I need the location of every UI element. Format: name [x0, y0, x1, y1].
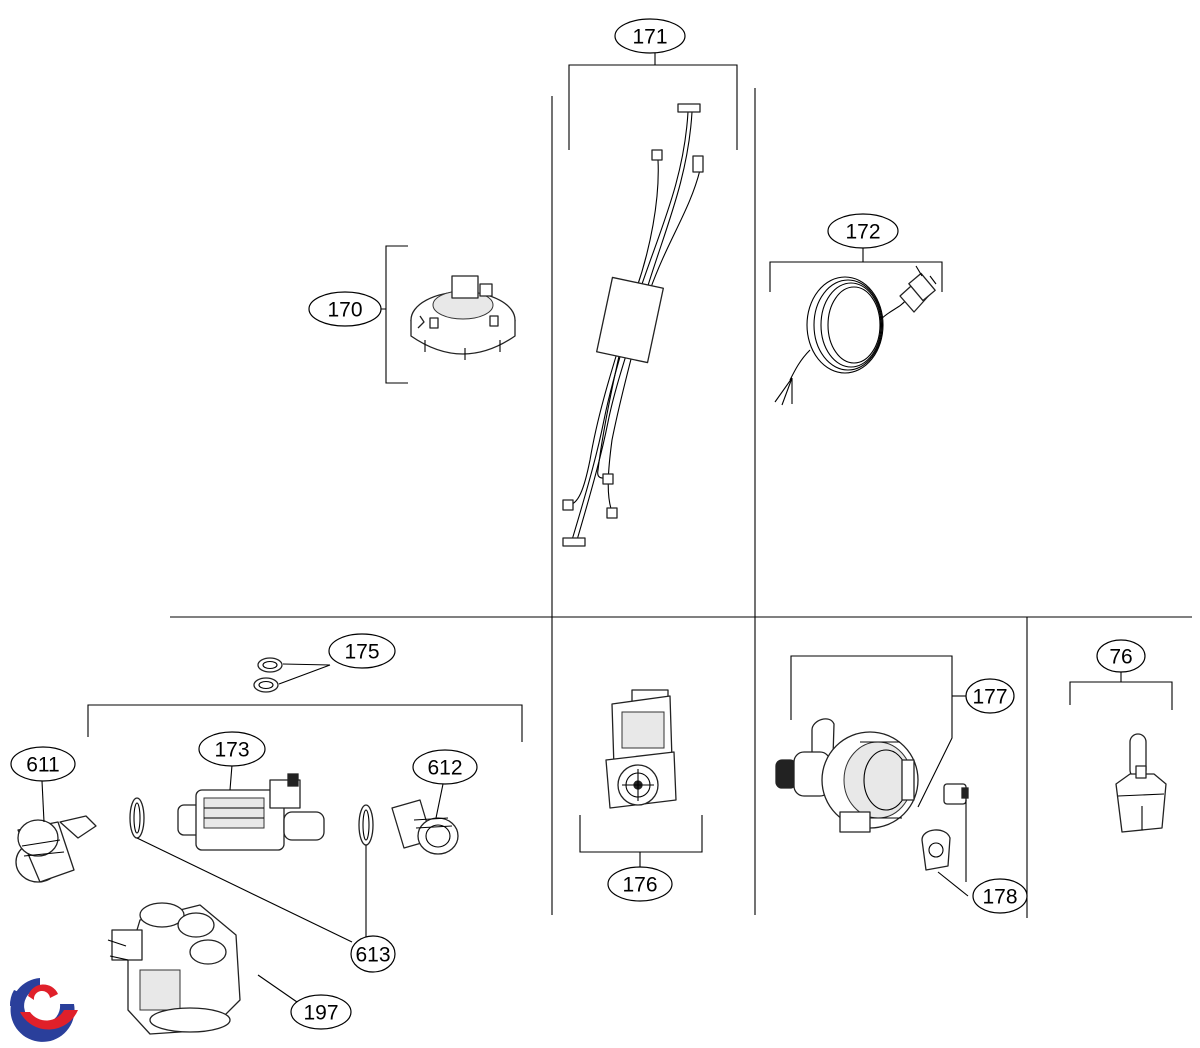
label-173-text: 173: [214, 739, 249, 762]
part-170-drawing: [410, 275, 516, 360]
part-178-drawing: [921, 783, 969, 871]
part-177-bracket: [790, 655, 968, 808]
label-178-text: 178: [982, 886, 1017, 909]
part-611-drawing: [15, 815, 97, 883]
label-175-text: 175: [344, 641, 379, 664]
label-171: 171: [614, 18, 686, 54]
part-177-drawing: [775, 718, 919, 833]
label-175: 175: [328, 633, 396, 669]
part-176-drawing: [605, 689, 677, 809]
label-612-text: 612: [427, 757, 462, 780]
part-175-drawing: [253, 657, 331, 693]
label-197: 197: [257, 974, 352, 1030]
label-172-text: 172: [845, 221, 880, 244]
label-170-text: 170: [327, 299, 362, 322]
part-176-bracket: [579, 815, 703, 868]
part-172-drawing: [774, 265, 937, 406]
label-176-text: 176: [622, 874, 657, 897]
part-172-bracket: [769, 248, 943, 292]
label-611-text: 611: [26, 754, 59, 777]
label-173: 173: [198, 731, 266, 791]
part-171-drawing: [562, 103, 704, 547]
section-dividers: [170, 88, 1192, 918]
label-611: 611: [10, 746, 76, 823]
label-172: 172: [827, 213, 899, 249]
label-176: 176: [607, 866, 673, 902]
part-173-group-bracket: [87, 704, 523, 742]
part-171-bracket: [568, 52, 738, 150]
label-177-text: 177: [972, 686, 1007, 709]
label-171-text: 171: [632, 26, 667, 49]
label-177: 177: [965, 678, 1015, 714]
label-613: 613: [350, 935, 396, 973]
label-76-text: 76: [1109, 646, 1132, 669]
label-612: 612: [412, 749, 478, 819]
label-178: 178: [937, 800, 1028, 914]
part-613-drawing: [129, 797, 374, 943]
label-170: 170: [308, 291, 382, 327]
label-197-text: 197: [303, 1002, 338, 1025]
part-612-drawing: [391, 799, 459, 855]
part-173-drawing: [177, 773, 325, 851]
part-197-drawing: [107, 902, 241, 1035]
brand-logo: [9, 978, 78, 1042]
part-76-bracket: [1069, 672, 1173, 710]
label-613-text: 613: [355, 944, 390, 967]
label-76: 76: [1096, 639, 1146, 673]
part-76-drawing: [1115, 733, 1167, 833]
